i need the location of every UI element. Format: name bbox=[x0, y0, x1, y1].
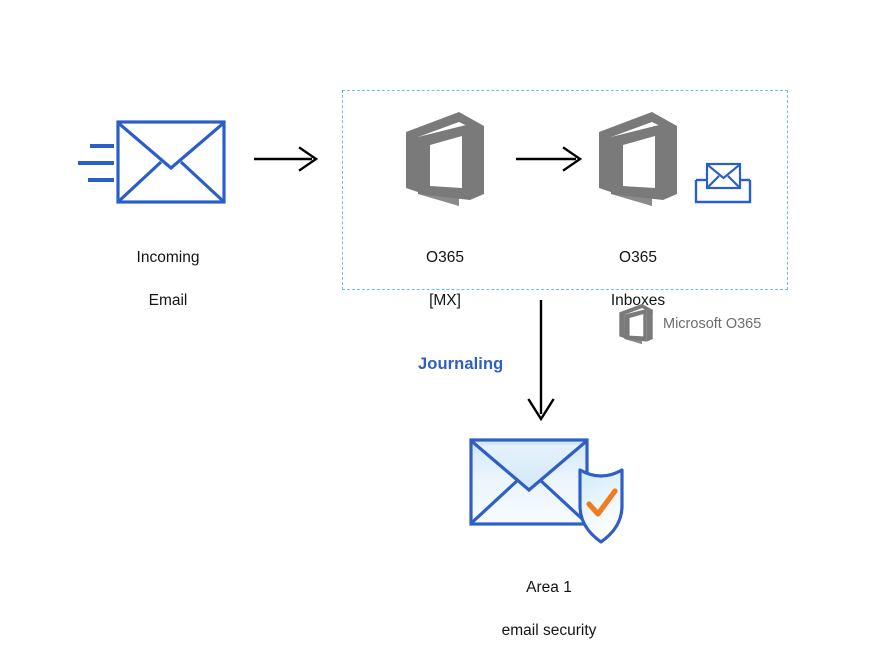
envelope-icon bbox=[116, 120, 226, 204]
office-logo-icon bbox=[599, 112, 677, 206]
inbox-tray-icon bbox=[694, 162, 752, 204]
caption-line-1: Incoming bbox=[136, 249, 200, 267]
incoming-email-node bbox=[116, 120, 226, 204]
o365-inboxes-caption: O365 Inboxes bbox=[558, 226, 718, 333]
envelope-shield-icon bbox=[469, 438, 624, 544]
office-logo-icon bbox=[406, 112, 484, 206]
journaling-edge-label: Journaling bbox=[418, 355, 504, 373]
caption-line-2: email security bbox=[501, 622, 597, 640]
caption-line-1: O365 bbox=[619, 249, 657, 267]
caption-line-1: O365 bbox=[426, 249, 464, 267]
office-logo-icon bbox=[619, 303, 653, 345]
caption-line-2: Email bbox=[148, 292, 188, 310]
o365-inboxes-node bbox=[597, 110, 679, 208]
area1-email-security-node bbox=[468, 434, 630, 546]
edge-incoming-to-mx bbox=[254, 146, 320, 172]
motion-lines-icon bbox=[76, 142, 116, 188]
edge-mx-to-inboxes bbox=[516, 146, 584, 172]
incoming-email-caption: Incoming Email bbox=[88, 226, 248, 333]
o365-mx-node bbox=[404, 110, 486, 208]
motion-line-3 bbox=[88, 178, 114, 182]
caption-line-1: Area 1 bbox=[526, 579, 572, 597]
motion-line-2 bbox=[78, 161, 114, 165]
arrow-right-icon bbox=[516, 146, 583, 172]
o365-mx-caption: O365 [MX] bbox=[365, 226, 525, 333]
arrow-down-icon bbox=[527, 300, 555, 422]
o365-zone-boundary bbox=[342, 90, 788, 290]
caption-line-2: Inboxes bbox=[610, 292, 666, 310]
microsoft-o365-legend-label: Microsoft O365 bbox=[663, 316, 762, 332]
microsoft-o365-legend: Microsoft O365 bbox=[618, 303, 761, 345]
arrow-right-icon bbox=[254, 146, 319, 172]
edge-inboxes-to-area1 bbox=[524, 300, 560, 422]
caption-line-2: [MX] bbox=[429, 292, 461, 310]
inbox-tray-node bbox=[694, 158, 752, 206]
motion-line-1 bbox=[90, 144, 114, 148]
area1-email-security-caption: Area 1 email security bbox=[469, 556, 629, 663]
checkmark-icon bbox=[586, 488, 618, 517]
